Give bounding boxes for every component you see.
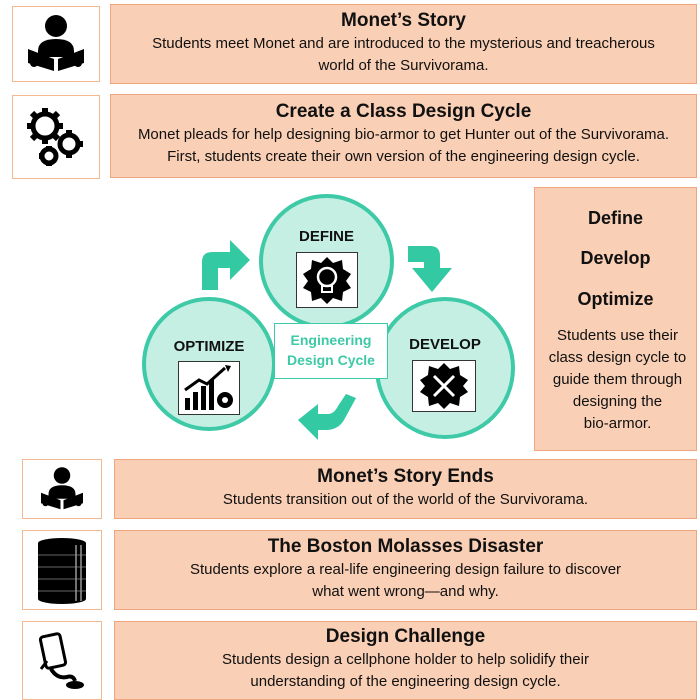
row-2-desc-line-2: First, students create their own version… bbox=[167, 148, 640, 165]
side-title-define: Define bbox=[587, 208, 643, 228]
row-4-desc-line-1: Students explore a real-life engineering… bbox=[189, 561, 622, 578]
lightbulb-gear-icon bbox=[303, 257, 351, 304]
row-5-desc-line-2: understanding of the engineering design … bbox=[250, 673, 561, 690]
side-title-optimize: Optimize bbox=[577, 289, 654, 309]
arrow-develop-to-optimize bbox=[298, 394, 356, 440]
define-icon-box bbox=[296, 252, 358, 308]
side-desc-line-3: guide them through bbox=[552, 371, 683, 388]
side-desc-line-1: Students use their bbox=[557, 327, 678, 344]
row-2-icon-box bbox=[12, 95, 100, 179]
row-5-icon-box bbox=[22, 621, 102, 700]
define-label: DEFINE bbox=[298, 228, 354, 245]
row-1-desc-line-2: world of the Survivorama. bbox=[318, 57, 489, 74]
side-description: Students use their class design cycle to… bbox=[541, 325, 694, 435]
row-4-icon-box bbox=[22, 530, 102, 610]
row-1-title: Monet’s Story bbox=[341, 10, 466, 31]
define-develop-optimize-box: Define Develop Optimize Students use the… bbox=[534, 187, 697, 451]
side-desc-line-2: class design cycle to bbox=[548, 349, 687, 366]
optimize-label: OPTIMIZE bbox=[173, 338, 245, 355]
row-3-text-box: Monet’s Story Ends Students transition o… bbox=[114, 459, 697, 519]
row-1-desc-line-1: Students meet Monet and are introduced t… bbox=[152, 35, 655, 52]
row-3-title: Monet’s Story Ends bbox=[317, 466, 494, 487]
row-3-icon-box bbox=[22, 459, 102, 519]
side-desc-line-5: bio-armor. bbox=[583, 415, 652, 432]
person-reading-icon bbox=[28, 15, 84, 71]
molasses-tank-icon bbox=[38, 538, 86, 604]
develop-icon-box bbox=[412, 360, 476, 412]
side-title-develop: Develop bbox=[580, 248, 651, 268]
gears-icon bbox=[27, 108, 83, 166]
person-reading-icon bbox=[41, 467, 83, 510]
row-2-title: Create a Class Design Cycle bbox=[275, 101, 532, 122]
side-desc-line-4: designing the bbox=[572, 393, 663, 410]
center-line-1: Engineering bbox=[290, 332, 372, 348]
row-4-title: The Boston Molasses Disaster bbox=[267, 536, 544, 557]
row-2-text-box: Create a Class Design Cycle Monet pleads… bbox=[110, 94, 697, 178]
row-3-desc-line-1: Students transition out of the world of … bbox=[222, 491, 589, 508]
chart-gear-icon bbox=[184, 365, 233, 410]
engineering-design-cycle-label: Engineering Design Cycle bbox=[274, 323, 388, 379]
arrow-optimize-to-define bbox=[202, 240, 250, 290]
cellphone-holder-icon bbox=[38, 631, 84, 689]
row-5-desc-line-1: Students design a cellphone holder to he… bbox=[222, 651, 589, 668]
optimize-icon-box bbox=[178, 361, 240, 415]
row-4-desc-line-2: what went wrong—and why. bbox=[312, 583, 499, 600]
row-2-desc-line-1: Monet pleads for help designing bio-armo… bbox=[137, 126, 670, 143]
row-4-text-box: The Boston Molasses Disaster Students ex… bbox=[114, 530, 697, 610]
row-5-title: Design Challenge bbox=[325, 626, 486, 647]
row-5-text-box: Design Challenge Students design a cellp… bbox=[114, 621, 697, 700]
row-1-text-box: Monet’s Story Students meet Monet and ar… bbox=[110, 4, 697, 84]
arrow-define-to-develop bbox=[408, 246, 452, 292]
tools-gear-icon bbox=[420, 363, 468, 409]
develop-label: DEVELOP bbox=[409, 336, 481, 353]
center-line-2: Design Cycle bbox=[287, 352, 375, 368]
row-1-icon-box bbox=[12, 6, 100, 82]
